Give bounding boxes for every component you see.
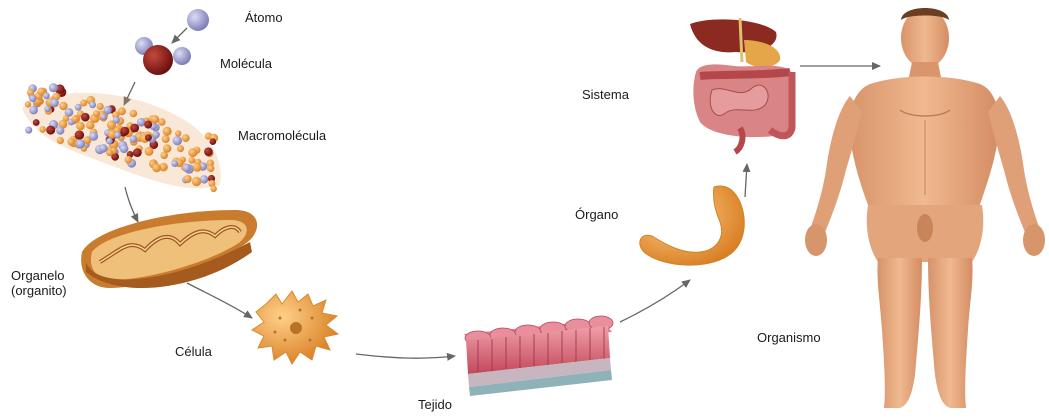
arrow-organelle-to-cell: [187, 283, 252, 318]
tissue-illustration: [464, 316, 613, 396]
label-molecule: Molécula: [220, 56, 272, 71]
arrow-cell-to-tissue: [356, 354, 455, 358]
system-illustration: [690, 18, 795, 152]
label-macromolecule: Macromolécula: [238, 128, 326, 143]
arrow-organ-to-system: [745, 164, 747, 197]
macromolecule-illustration: [22, 83, 221, 192]
organ-illustration: [640, 186, 744, 265]
label-cell: Célula: [175, 344, 212, 359]
molecule-illustration: [135, 37, 191, 75]
organism-illustration: [805, 8, 1045, 408]
arrow-macromolecule-to-organelle: [125, 187, 138, 222]
atom-illustration: [187, 9, 209, 31]
label-organism: Organismo: [757, 330, 821, 345]
label-tissue: Tejido: [418, 397, 452, 412]
label-atom: Átomo: [245, 10, 283, 25]
label-organ: Órgano: [575, 207, 618, 222]
arrow-tissue-to-organ: [620, 280, 690, 322]
cell-illustration: [252, 291, 338, 364]
arrow-atom-to-molecule: [172, 28, 187, 43]
label-organelle: Organelo (organito): [11, 268, 67, 298]
organelle-illustration: [81, 210, 257, 288]
label-system: Sistema: [582, 87, 629, 102]
